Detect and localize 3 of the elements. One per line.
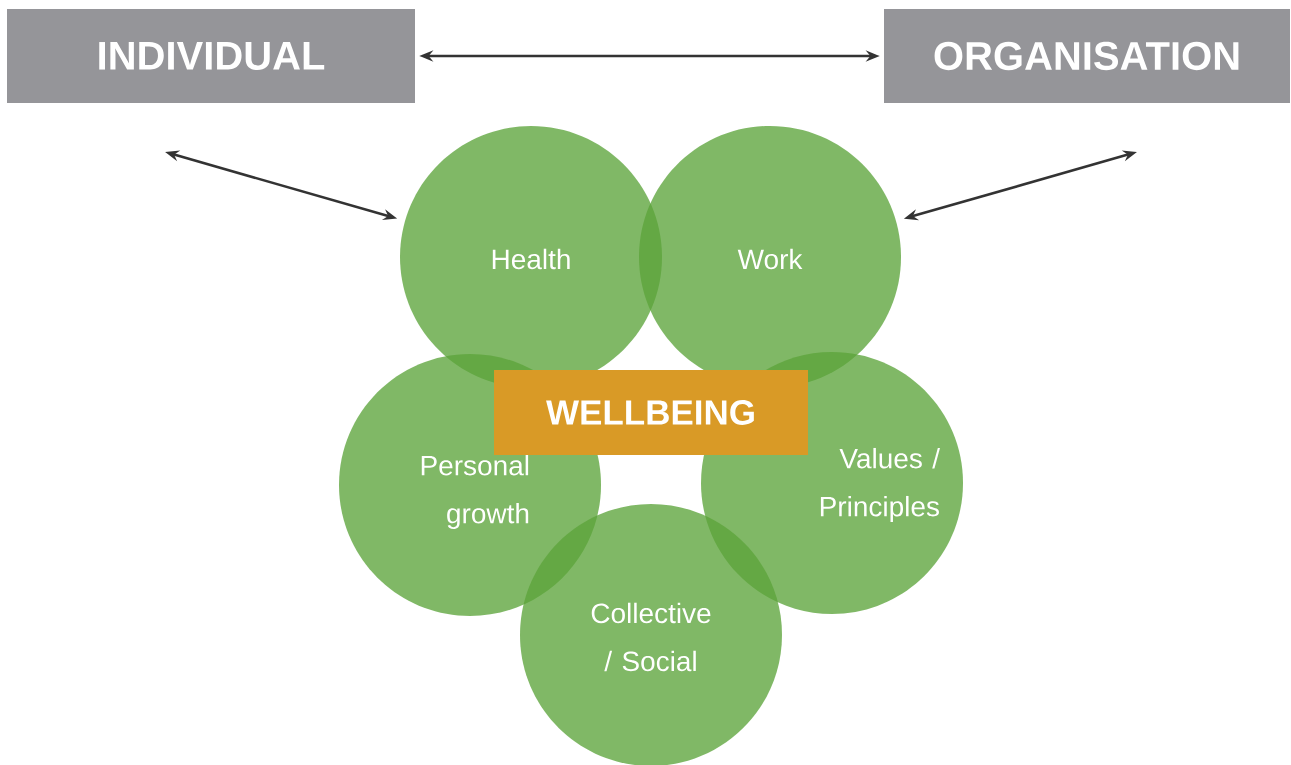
label-box: ORGANISATION xyxy=(884,9,1290,103)
title-box: WELLBEING xyxy=(494,370,808,455)
label-box: INDIVIDUAL xyxy=(7,9,415,103)
